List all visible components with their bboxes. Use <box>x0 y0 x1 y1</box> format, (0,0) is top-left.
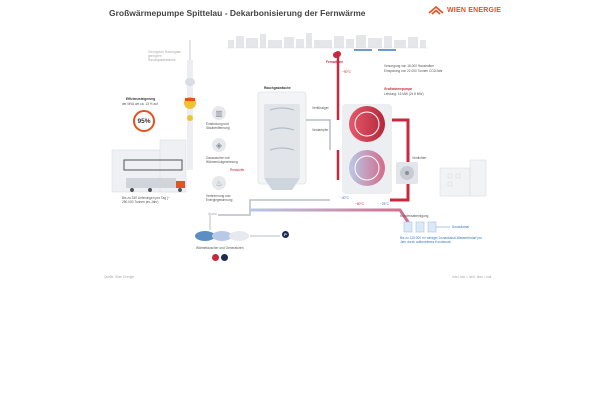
city-skyline <box>228 33 426 48</box>
fan-icon <box>396 162 418 184</box>
houses-right <box>439 159 487 197</box>
heat-pump <box>342 104 392 194</box>
tv-tower-icon <box>184 40 196 170</box>
flue-gas-temp: ~60°C <box>355 202 364 206</box>
wien-energie-logo-icon <box>428 6 444 15</box>
flue-gas-temp2: ~30°C <box>340 196 349 200</box>
tower-note: Geologisch Rauchgase geringere Rauchgasa… <box>148 50 181 62</box>
co2-savings: Einsparung von 22.000 Tonnen CO2/Jahr <box>384 69 443 73</box>
supply-households: Versorgung von 16.000 Haushalten <box>384 64 434 68</box>
flue-gas-pipe <box>218 199 330 216</box>
water-saving: Bis zu 125.000 m³ weniger Donaukanal-Was… <box>400 236 482 244</box>
brand-logo: WIEN ENERGIE <box>428 6 501 15</box>
flame-icon: ♨ <box>212 176 226 190</box>
condensate-flow-line <box>250 208 412 226</box>
efficiency-badge: 95% <box>133 110 155 132</box>
return-temp: ~25°C <box>380 202 389 206</box>
residue-label: Reststoffe <box>230 168 245 172</box>
fernwaerme-marker-icon <box>333 52 339 58</box>
source-note: Quelle: Wien Energie <box>104 275 135 279</box>
efficiency-title: Effizienzsteigerung <box>126 97 156 101</box>
compressor-label: Verdichter <box>412 156 427 160</box>
page-title: Großwärmepumpe Spittelau - Dekarbonisier… <box>109 8 366 18</box>
step1-label: Entstickung und Staubentfernung <box>206 122 230 130</box>
donaukanal-label: Donaukanal <box>452 225 470 229</box>
heatpump-title: Großwärmepumpe <box>384 87 413 91</box>
deliveries-label: Bis zu 330 Lieferungen pro Tag (~ 250.00… <box>122 196 170 204</box>
truck-icon <box>126 178 185 192</box>
fernwaerme-temp: ~90°C <box>342 70 351 74</box>
gas-scrubber <box>257 91 307 190</box>
evaporator-label: Verdampfer <box>312 128 329 132</box>
water-tanks <box>403 221 437 233</box>
logo-text: WIEN ENERGIE <box>447 7 502 14</box>
fernwaerme-label: Fernwärme <box>326 60 344 64</box>
gas-scrubber-label: Rauchgaswäsche <box>264 86 291 90</box>
condenser-label: Verflüssiger <box>312 106 329 110</box>
conveyor-frame <box>123 159 183 171</box>
blue-marker-icon <box>221 254 228 261</box>
filter-icon: ▥ <box>212 106 226 120</box>
efficiency-sub: der MVA um ca. 13 % auf <box>122 102 158 106</box>
pump-icon: P <box>282 231 289 238</box>
wastewater-label: Kondensatreinigung <box>400 214 429 218</box>
red-marker-icon <box>212 254 219 261</box>
heat-exchanger-pipes <box>195 231 249 241</box>
heat-exchanger-label: Wärmetauscher und Generatoren <box>196 246 244 250</box>
ash-label: Asche <box>208 212 217 216</box>
footnote: rote Linie = heiß, blau = kalt <box>452 275 492 279</box>
droplet-icon: ◈ <box>212 138 226 152</box>
step2-label: Gaswaschen mit Wärmerückgewinnung <box>206 156 238 164</box>
step3-label: Verbrennung und Energiegewinnung <box>206 194 233 202</box>
heatpump-power: Leistung: 16 MW (2x 8 MW) <box>384 92 424 96</box>
